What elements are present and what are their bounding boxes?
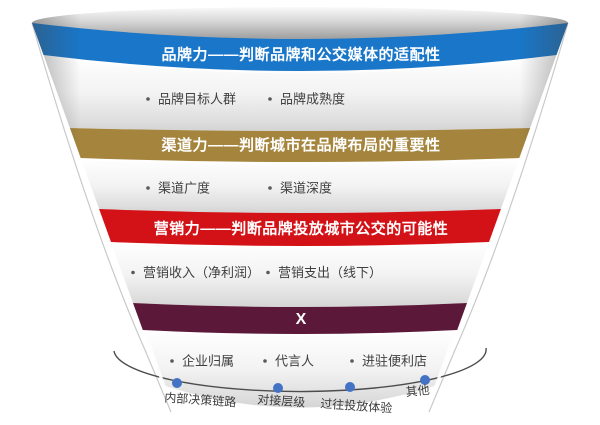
bullet-x-1: 企业归属	[182, 354, 234, 369]
funnel-right-edge	[428, 22, 569, 413]
cone-shading-overlay	[32, 7, 568, 408]
axis-label-4: 其他	[405, 383, 430, 399]
axis-dot-4	[420, 375, 430, 385]
funnel-left-edge	[31, 22, 172, 413]
bullet-icon	[131, 270, 135, 275]
bullet-brand-1: 品牌目标人群	[158, 92, 236, 107]
bullet-marketing-2: 营销支出（线下）	[278, 265, 382, 280]
bullet-x-3: 进驻便利店	[362, 354, 427, 369]
bullet-channel-2: 渠道深度	[280, 181, 332, 196]
axis-label-2: 对接层级	[257, 391, 306, 409]
bottom-axis-arc	[113, 347, 487, 393]
bullet-icon	[146, 186, 150, 190]
bullet-brand-2: 品牌成熟度	[280, 92, 345, 107]
axis-label-1: 内部决策链路	[164, 390, 237, 410]
bullet-channel-1: 渠道广度	[158, 181, 210, 196]
bullet-icon	[146, 97, 150, 101]
band-x-header: X	[296, 311, 307, 328]
bullet-icon	[350, 359, 354, 363]
band-brand-header: 品牌力——判断品牌和公交媒体的适配性	[161, 46, 440, 64]
arc-gap-right	[425, 335, 456, 412]
axis-label-3: 过往投放体验	[320, 396, 393, 416]
axis-dot-3	[345, 382, 355, 392]
band-marketing-header: 营销力——判断品牌投放城市公交的可能性	[154, 220, 449, 238]
axis-dot-1	[172, 378, 182, 388]
bullet-icon	[268, 186, 272, 190]
axis-dot-2	[273, 383, 283, 393]
bullet-icon	[263, 359, 267, 363]
bullet-icon	[170, 359, 174, 363]
bullet-icon	[268, 97, 272, 101]
bullet-marketing-1: 营销收入（净利润）	[143, 265, 260, 280]
bullet-x-2: 代言人	[275, 354, 314, 369]
bullet-icon	[266, 270, 270, 275]
band-channel-header: 渠道力——判断城市在品牌布局的重要性	[161, 136, 440, 154]
arc-gap-left	[144, 335, 175, 412]
